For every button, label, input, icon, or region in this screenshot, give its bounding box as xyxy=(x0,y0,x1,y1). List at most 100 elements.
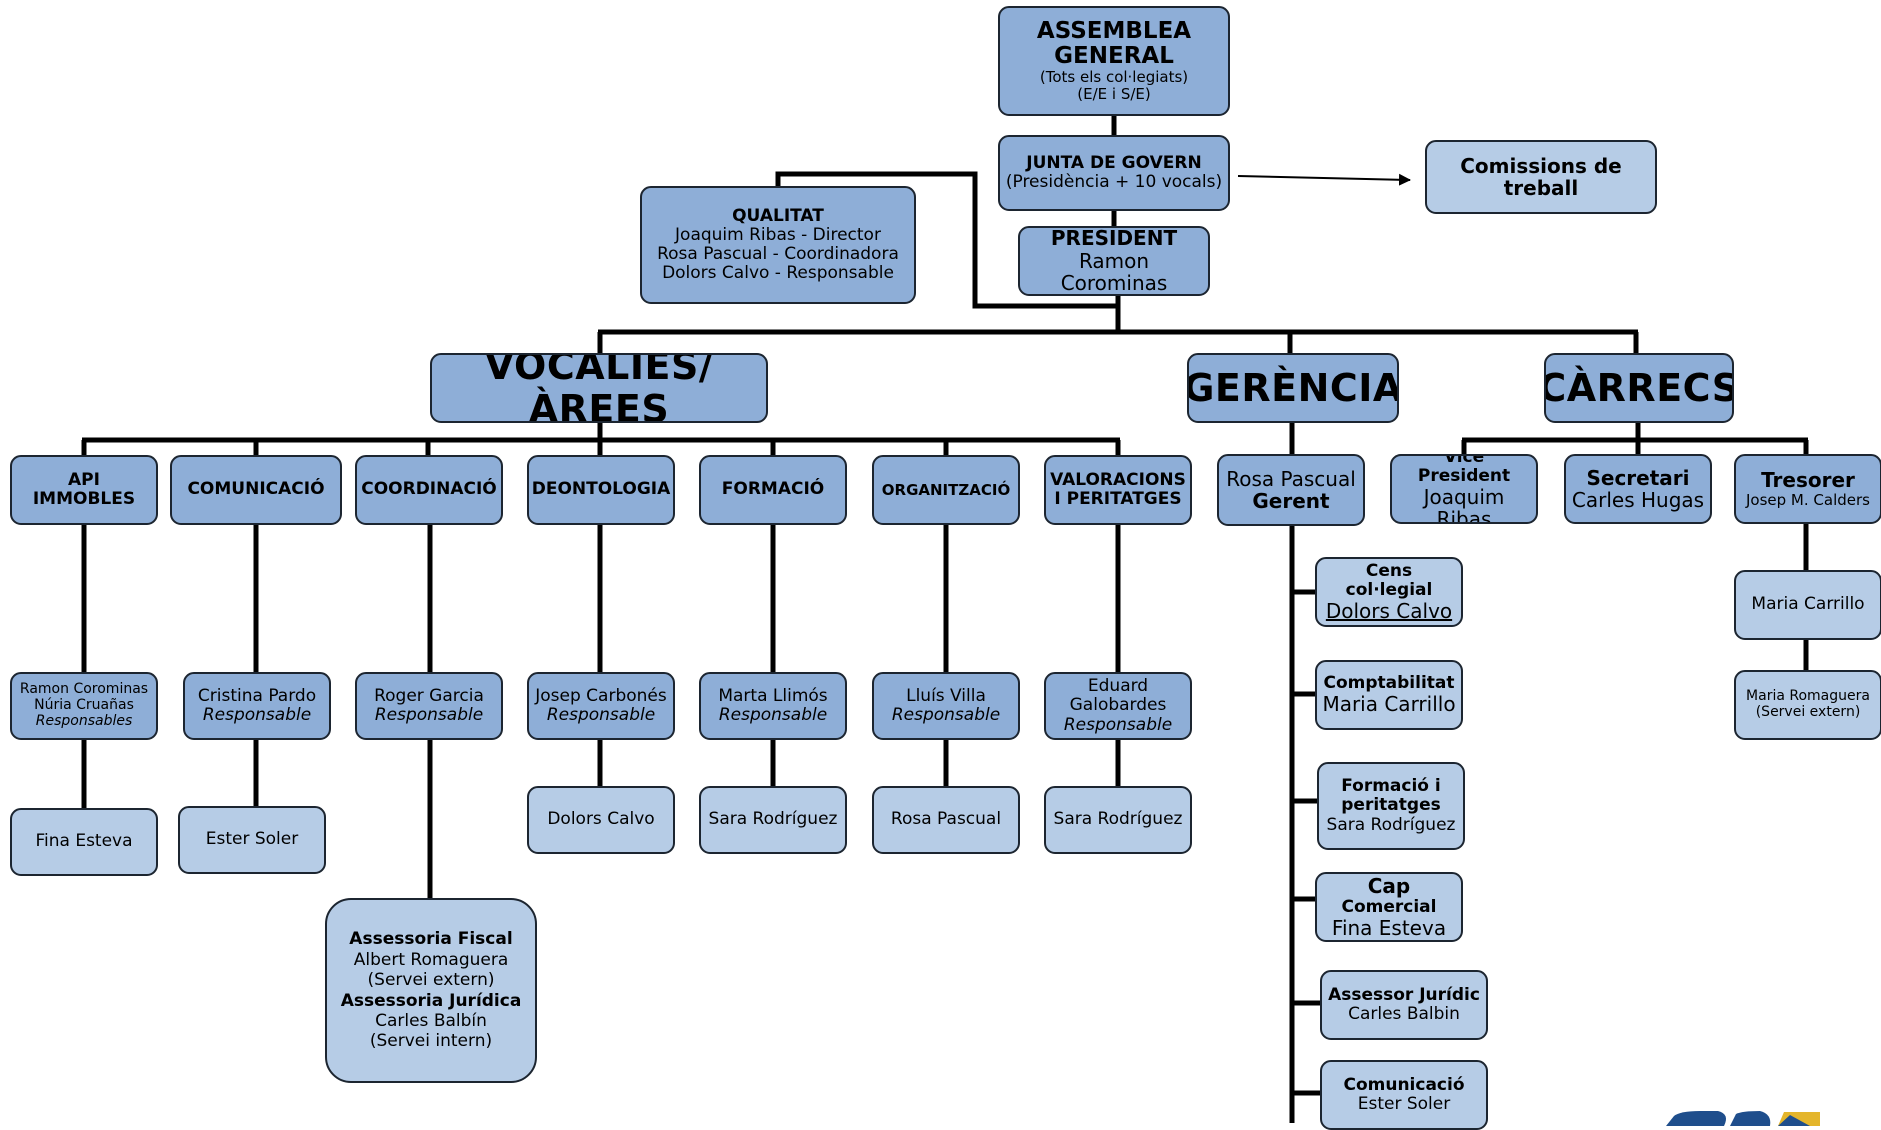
responsable-role: Responsable xyxy=(202,705,312,725)
gerencia-item-title: Formació i peritatges xyxy=(1341,776,1441,816)
area-responsables: Cristina Pardo Responsable xyxy=(183,672,331,740)
responsable-role: Responsable xyxy=(718,705,828,725)
gerencia-item-name: Maria Carrillo xyxy=(1322,692,1456,717)
responsable-role: Responsables xyxy=(35,712,133,729)
comissions-title: Comissions de treball xyxy=(1460,153,1622,200)
area-responsables: Ramon Corominas Núria Cruañas Responsabl… xyxy=(10,672,158,740)
area-title: VALORACIONS I PERITATGES xyxy=(1050,469,1186,509)
responsable-role: Responsable xyxy=(374,705,484,725)
junta-subtitle: (Presidència + 10 vocals) xyxy=(1005,172,1223,192)
gerencia-item-title: Assessor Jurídic xyxy=(1328,984,1480,1005)
assessoria-juridica-title: Assessoria Jurídica xyxy=(340,990,522,1011)
president-title: PRESIDENT xyxy=(1050,226,1178,251)
assemblea-line2: (E/E i S/E) xyxy=(1077,84,1151,103)
area-title: DEONTOLOGIA xyxy=(531,479,671,500)
president-name: Ramon Corominas xyxy=(1060,248,1168,296)
assessoria-fiscal-name: Albert Romaguera xyxy=(353,949,509,970)
area-title: COORDINACIÓ xyxy=(361,479,497,500)
staff-name: Maria Romaguera xyxy=(1746,688,1870,705)
member-name: Sara Rodríguez xyxy=(1053,809,1183,830)
carrec-tresorer: Tresorer Josep M. Calders xyxy=(1734,454,1881,524)
area-member: Sara Rodríguez xyxy=(699,786,847,854)
vocalies-label: VOCALIES/ÀREES xyxy=(484,353,714,423)
staff-note: (Servei extern) xyxy=(1755,704,1861,720)
qualitat-line: Dolors Calvo - Responsable xyxy=(662,263,894,284)
member-name: Sara Rodríguez xyxy=(708,809,838,830)
carrec-secretari: Secretari Carles Hugas xyxy=(1564,454,1712,524)
qualitat-title: QUALITAT xyxy=(732,205,824,226)
assessoria-fiscal-title: Assessoria Fiscal xyxy=(349,929,513,950)
assessoria-fiscal-note: (Servei extern) xyxy=(367,970,495,991)
responsable-name: Ramon Corominas xyxy=(19,681,149,698)
area-title: FORMACIÓ xyxy=(721,479,825,500)
gerent-role: Gerent xyxy=(1252,489,1330,513)
area-formacio: FORMACIÓ xyxy=(699,455,847,525)
assessoria-box: Assessoria Fiscal Albert Romaguera (Serv… xyxy=(325,898,537,1083)
responsable-role: Responsable xyxy=(546,705,656,725)
carrec-vice-president: Vice President Joaquim Ribas xyxy=(1390,454,1538,524)
carrec-title: Tresorer xyxy=(1761,468,1855,493)
carrec-title: Secretari xyxy=(1586,465,1690,490)
carrecs-header: CÀRRECS xyxy=(1544,353,1734,423)
area-responsables: Eduard Galobardes Responsable xyxy=(1044,672,1192,740)
tresorer-staff-box: Maria Carrillo xyxy=(1734,570,1881,640)
qualitat-line: Joaquim Ribas - Director xyxy=(675,224,881,245)
responsable-role: Responsable xyxy=(1063,714,1173,735)
area-responsables: Josep Carbonés Responsable xyxy=(527,672,675,740)
tresorer-staff-box: Maria Romaguera (Servei extern) xyxy=(1734,670,1881,740)
carrec-title: Vice President xyxy=(1417,454,1511,486)
area-deontologia: DEONTOLOGIA xyxy=(527,455,675,525)
gerencia-item-name: Ester Soler xyxy=(1357,1094,1451,1114)
gerencia-item-name: Fina Esteva xyxy=(1331,915,1447,940)
qualitat-box: QUALITAT Joaquim Ribas - Director Rosa P… xyxy=(640,186,916,304)
responsable-name: Marta Llimós xyxy=(718,685,828,706)
member-name: Fina Esteva xyxy=(35,831,133,852)
gerencia-label: GERÈNCIA xyxy=(1187,365,1399,410)
area-member: Dolors Calvo xyxy=(527,786,675,854)
area-title: COMUNICACIÓ xyxy=(187,479,325,500)
responsable-role: Responsable xyxy=(891,705,1001,725)
gerencia-item-title: Comptabilitat xyxy=(1323,673,1455,694)
assemblea-line1: (Tots els col·legiats) xyxy=(1039,68,1189,87)
area-coordinacio: COORDINACIÓ xyxy=(355,455,503,525)
gerencia-item-name: Carles Balbin xyxy=(1348,1004,1460,1024)
area-responsables: Roger Garcia Responsable xyxy=(355,672,503,740)
area-member: Sara Rodríguez xyxy=(1044,786,1192,854)
responsable-name: Galobardes xyxy=(1069,695,1167,716)
area-title: ORGANITZACIÓ xyxy=(881,480,1011,499)
member-name: Ester Soler xyxy=(205,829,299,850)
gerencia-header: GERÈNCIA xyxy=(1187,353,1399,423)
junta-title: JUNTA DE GOVERN xyxy=(1026,152,1202,173)
area-responsables: Lluís Villa Responsable xyxy=(872,672,1020,740)
carrec-name: Joaquim Ribas xyxy=(1423,484,1505,524)
president-box: PRESIDENT Ramon Corominas xyxy=(1018,226,1210,296)
area-responsables: Marta Llimós Responsable xyxy=(699,672,847,740)
carrec-name: Carles Hugas xyxy=(1571,488,1705,512)
member-name: Rosa Pascual xyxy=(890,809,1002,830)
area-member: Rosa Pascual xyxy=(872,786,1020,854)
gerencia-item-title: Cap xyxy=(1367,873,1411,898)
gerencia-item-name: Sara Rodríguez xyxy=(1326,814,1456,835)
carrecs-label: CÀRRECS xyxy=(1544,365,1734,410)
brand-logo xyxy=(1666,1111,1820,1126)
area-title: API IMMOBLES xyxy=(32,469,136,509)
gerencia-item-title-rest: Comercial xyxy=(1341,896,1437,917)
junta-de-govern-box: JUNTA DE GOVERN (Presidència + 10 vocals… xyxy=(998,135,1230,211)
responsable-name: Roger Garcia xyxy=(374,685,484,706)
assessoria-juridica-note: (Servei intern) xyxy=(369,1031,493,1052)
gerencia-item-comunicacio: Comunicació Ester Soler xyxy=(1320,1060,1488,1130)
area-api-immobles: API IMMOBLES xyxy=(10,455,158,525)
responsable-name: Josep Carbonés xyxy=(535,685,667,706)
qualitat-line: Rosa Pascual - Coordinadora xyxy=(657,244,899,264)
gerencia-item-title: Comunicació xyxy=(1343,1074,1465,1095)
area-organitzacio: ORGANITZACIÓ xyxy=(872,455,1020,525)
gerencia-item-comptabilitat: Comptabilitat Maria Carrillo xyxy=(1315,660,1463,730)
responsable-name: Eduard xyxy=(1087,676,1149,697)
area-valoracions: VALORACIONS I PERITATGES xyxy=(1044,455,1192,525)
area-member: Ester Soler xyxy=(178,806,326,874)
gerent-name: Rosa Pascual xyxy=(1226,466,1356,491)
gerencia-item-name: Dolors Calvo xyxy=(1325,598,1453,623)
staff-name: Maria Carrillo xyxy=(1751,594,1865,615)
responsable-name: Lluís Villa xyxy=(906,685,986,706)
